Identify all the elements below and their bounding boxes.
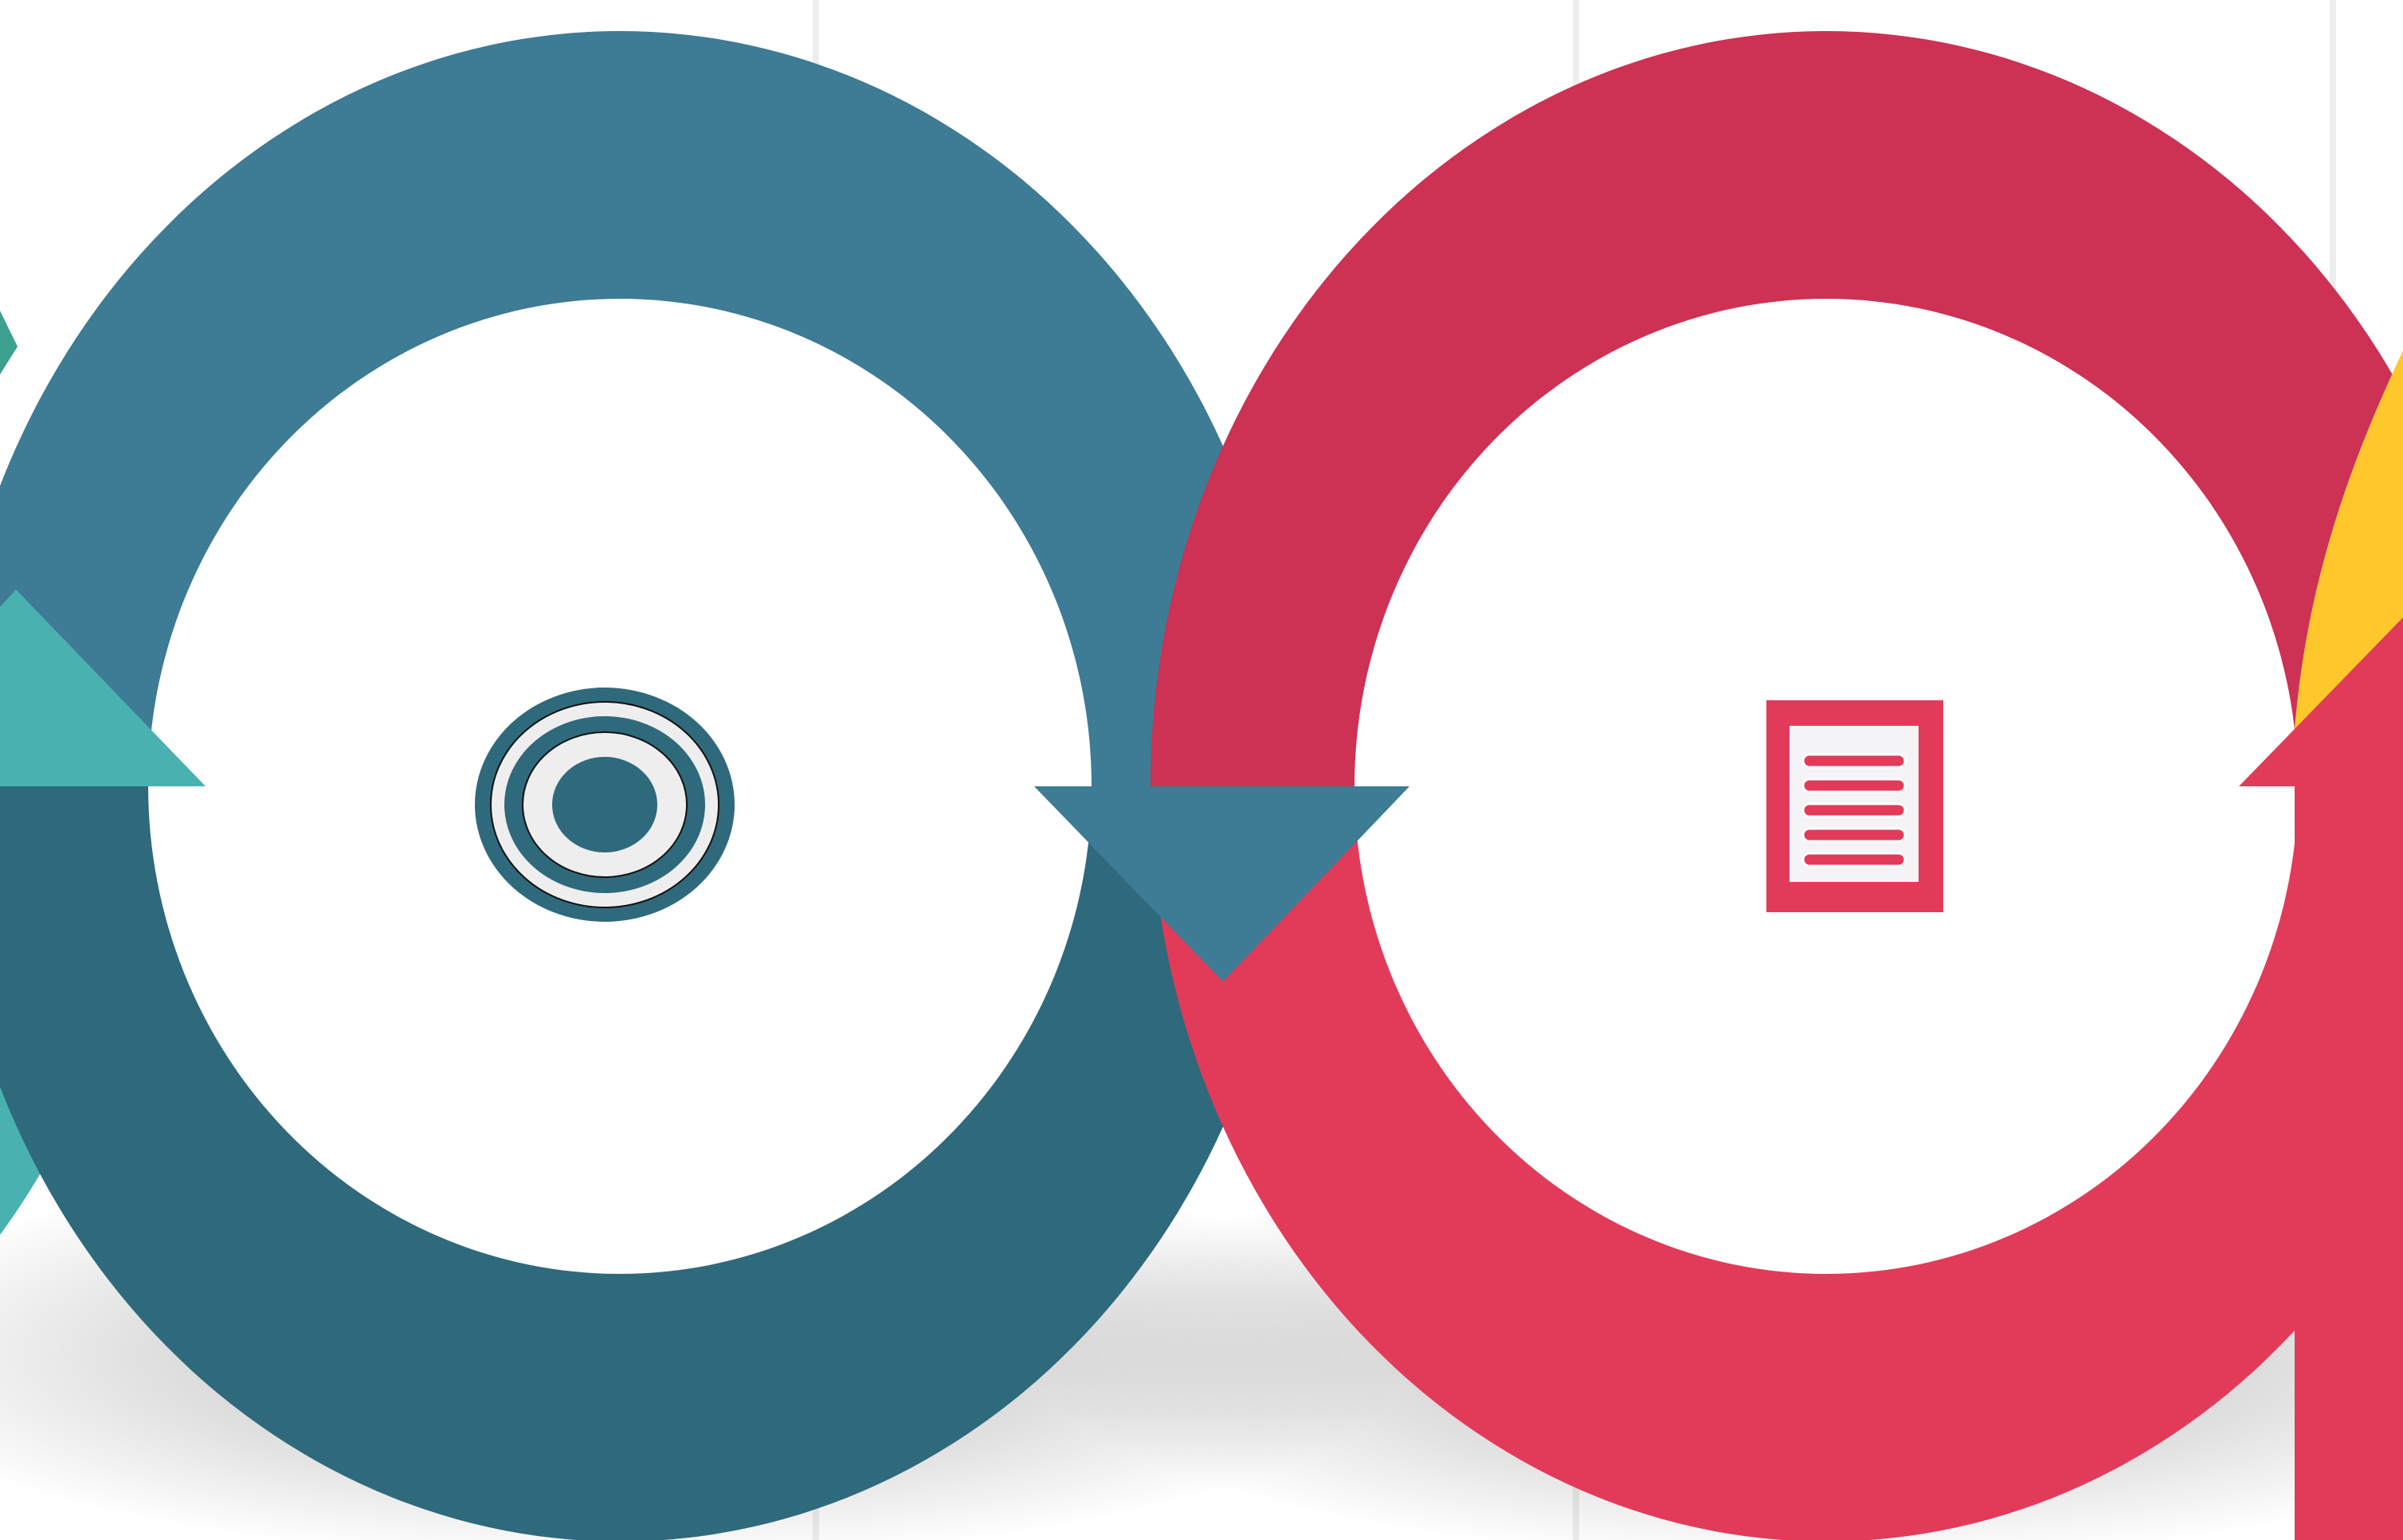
target-icon — [475, 688, 735, 922]
document-line — [1801, 753, 1907, 769]
document-line — [1801, 827, 1907, 843]
document-icon — [1766, 700, 1943, 912]
document-line — [1801, 778, 1907, 794]
document-line — [1801, 852, 1907, 868]
ring-b-arrow-stem — [2295, 786, 2403, 1540]
cycle-step-b — [1034, 31, 2403, 1540]
document-lines — [1801, 753, 1907, 868]
neighbor-left-arrowhead — [0, 590, 206, 786]
neighbor-right-segment — [2295, 351, 2403, 729]
neighbor-left-accent — [0, 311, 18, 374]
document-line — [1801, 802, 1907, 818]
target-bullseye — [552, 757, 657, 852]
ring-b-arrowhead — [2239, 617, 2403, 786]
ring-a-arrowhead — [1034, 786, 1409, 982]
neighbor-ring-right — [2239, 351, 2403, 1540]
